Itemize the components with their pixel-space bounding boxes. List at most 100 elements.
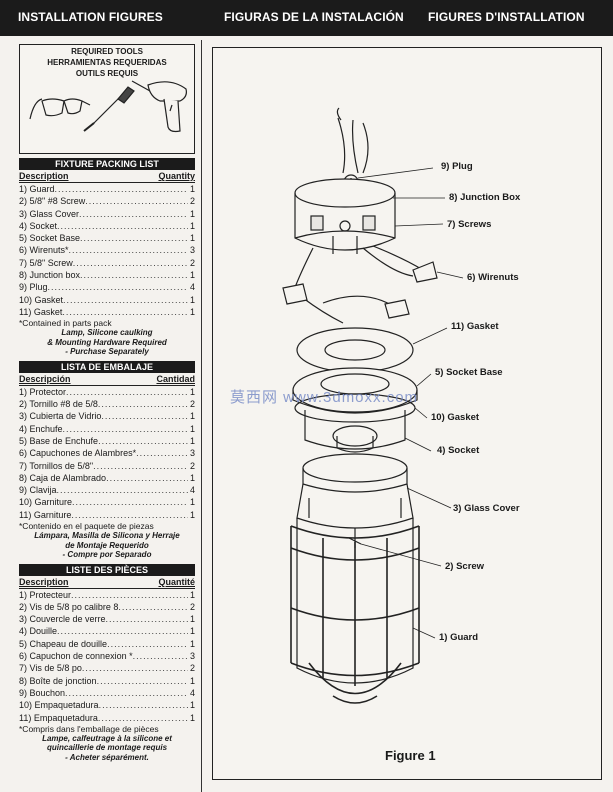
callout-guard: 1) Guard [439,632,479,643]
item-quantity: 3 [189,651,195,662]
item-quantity: 1 [189,509,195,520]
leader-dots [97,675,188,687]
figure-caption: Figure 1 [385,748,436,763]
leader-dots [63,294,188,306]
item-label: 4) Socket [19,220,58,231]
purchase-note-fr-1: Lampe, calfeutrage à la silicone et [42,733,172,743]
leader-dots [101,410,188,422]
item-label: 2) 5/8" #8 Screw [19,196,86,207]
item-label: 6) Capuchones de Alambres* [19,448,137,459]
packing-row-es: 8) Caja de Alambrado 1 [19,472,195,484]
screws-part [332,236,358,254]
callout-gasket-11: 11) Gasket [451,321,499,332]
packing-row-fr: 10) Empaquetadura1 [19,699,195,711]
leader-dots [98,712,188,724]
item-label: 10) Garniture [19,497,73,508]
leader-dots [106,613,188,625]
item-label: 11) Empaquetadura [19,712,98,723]
item-quantity: 1 [189,472,195,483]
packing-row-fr: 5) Chapeau de douille1 [19,638,195,650]
item-label: 7) Vis de 5/8 po [19,663,82,674]
figure-panel: 9) Plug 8) Junction Box 7) Screws 6) Wir… [212,47,602,780]
item-label: 9) Plug [19,282,48,293]
packing-row-es: 11) Garniture1 [19,509,195,521]
callout-gasket-10: 10) Gasket [431,412,480,423]
packing-row-en: 9) Plug 4 [19,281,195,293]
packing-row-es: 9) Clavija 4 [19,484,195,496]
callout-screw: 2) Screw [445,561,485,572]
leader-dots [65,687,188,699]
item-label: 2) Tornillo #8 de 5/8 [19,399,98,410]
packing-row-en: 10) Gasket1 [19,294,195,306]
glass-cover-part [296,453,414,684]
item-quantity: 1 [189,638,195,649]
packing-row-es: 6) Capuchones de Alambres* 3 [19,447,195,459]
packing-row-en: 4) Socket1 [19,220,195,232]
callout-socket-base: 5) Socket Base [435,367,503,378]
item-quantity: 1 [189,712,195,723]
callout-wirenuts: 6) Wirenuts [467,272,519,283]
item-label: 10) Gasket [19,294,64,305]
purchase-note-es-2: de Montaje Requerido [65,540,149,550]
purchase-note-en-2: & Mounting Hardware Required [47,337,167,347]
packing-list-en-header: FIXTURE PACKING LIST [19,158,195,170]
socket-part [304,410,406,453]
item-label: 4) Douille [19,626,58,637]
item-quantity: 3 [189,245,195,256]
tools-title-es: HERRAMIENTAS REQUERIDAS [47,58,167,67]
packing-list-en: FIXTURE PACKING LIST Description Quantit… [19,158,195,357]
leader-dots [57,484,188,496]
col-description-fr: Description [19,576,69,587]
item-quantity: 1 [189,386,195,397]
packing-list-fr-header: LISTE DES PIÈCES [19,563,195,576]
item-quantity: 1 [189,435,195,446]
item-quantity: 1 [189,497,195,508]
column-divider [201,40,202,792]
item-label: 9) Bouchon [19,687,66,698]
item-label: 4) Enchufe [19,423,63,434]
leader-dots [82,662,188,674]
item-label: 8) Caja de Alambrado [19,472,107,483]
screwdriver-icon [83,86,135,132]
item-quantity: 1 [189,589,195,600]
item-quantity: 2 [189,399,195,410]
packing-row-fr: 9) Bouchon4 [19,687,195,699]
leader-dots [106,472,188,484]
lead-wires [336,107,369,174]
item-quantity: 2 [189,663,195,674]
packing-row-fr: 6) Capuchon de connexion *3 [19,650,195,662]
col-description-es: Descripción [19,373,71,384]
callout-socket: 4) Socket [437,445,480,456]
packing-row-en: 6) Wirenuts*3 [19,244,195,256]
purchase-note-es-3: - Compre por Separado [62,550,152,560]
item-quantity: 1 [189,306,195,317]
watermark-text: 莫西网 www.3dmoxx.com [230,389,419,406]
col-quantity-en: Quantity [158,171,195,181]
item-quantity: 1 [189,614,195,625]
item-quantity: 1 [189,411,195,422]
item-quantity: 1 [189,423,195,434]
leader-dots [48,281,188,293]
packing-row-fr: 8) Boîte de jonction1 [19,675,195,687]
item-quantity: 3 [189,448,195,459]
packing-row-en: 3) Glass Cover1 [19,208,195,220]
packing-row-en: 1) Guard1 [19,183,195,195]
item-label: 3) Cubierta de Vidrio [19,411,102,422]
exploded-fixture-diagram [282,107,464,704]
packing-row-es: 10) Garniture 1 [19,496,195,508]
packing-row-fr: 7) Vis de 5/8 po 2 [19,662,195,674]
leader-dots [98,435,188,447]
item-label: 9) Clavija [19,485,57,496]
header-bar: INSTALLATION FIGURES FIGURAS DE LA INSTA… [0,0,613,36]
packing-row-es: 4) Enchufe 1 [19,423,195,435]
leader-dots [71,509,188,521]
item-quantity: 4 [189,282,195,293]
item-quantity: 4 [189,485,195,496]
left-column: REQUIRED TOOLS HERRAMIENTAS REQUERIDAS O… [19,44,195,762]
leader-dots [136,447,188,459]
leader-dots [55,183,188,195]
item-quantity: 1 [189,700,195,711]
note-fr: *Compris dans l'emballage de pièces [19,723,159,734]
note-en: *Contained in parts pack [19,318,112,329]
item-quantity: 1 [189,626,195,637]
